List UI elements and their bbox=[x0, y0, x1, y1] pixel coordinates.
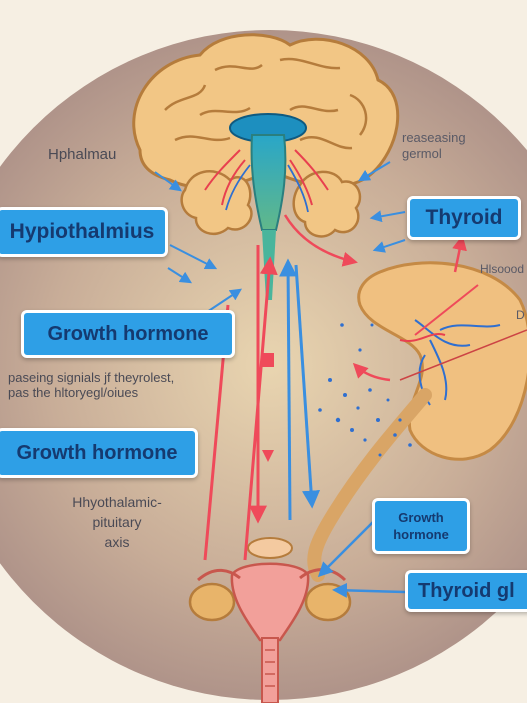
right-edge-label-2: D bbox=[516, 308, 525, 322]
thyroid-organ bbox=[307, 261, 527, 582]
hpa-axis-line-2: pituitary bbox=[92, 514, 142, 530]
passing-signals-line-2: pas the hltoryegl/oiues bbox=[8, 385, 139, 400]
thyroid-box: Thyroid bbox=[407, 196, 521, 240]
releasing-hormone-line-2: germol bbox=[402, 146, 442, 161]
hpa-axis-line-1: Hhyothalamic- bbox=[72, 494, 162, 510]
brain-illustration bbox=[132, 33, 400, 300]
growth-hormone-box-3-line-2: hormone bbox=[393, 527, 449, 542]
right-edge-label-1: Hlsoood bbox=[480, 262, 525, 276]
growth-hormone-box-1: Growth hormone bbox=[21, 310, 235, 358]
growth-hormone-box-3: Growth hormone bbox=[372, 498, 470, 554]
releasing-hormone-label: reaseasing germol bbox=[402, 130, 466, 162]
passing-signals-line-1: paseing signials jf theyrolest, bbox=[8, 370, 175, 385]
hpa-axis-line-3: axis bbox=[104, 534, 130, 550]
growth-hormone-box-3-line-1: Growth bbox=[398, 510, 444, 525]
growth-hormone-box-2: Growth hormone bbox=[0, 428, 198, 478]
hormone-particles bbox=[318, 323, 412, 457]
hypothalamus-small-label: Hphalmau bbox=[48, 146, 117, 163]
hypothalamus-box: Hypiothalmius bbox=[0, 207, 168, 257]
releasing-hormone-line-1: reaseasing bbox=[402, 130, 466, 145]
passing-signals-label: paseing signials jf theyrolest, pas the … bbox=[8, 370, 174, 400]
thyroid-gland-box: Thyroid gl bbox=[405, 570, 527, 612]
hpa-axis-label: Hhyothalamic- pituitary axis bbox=[52, 492, 182, 552]
